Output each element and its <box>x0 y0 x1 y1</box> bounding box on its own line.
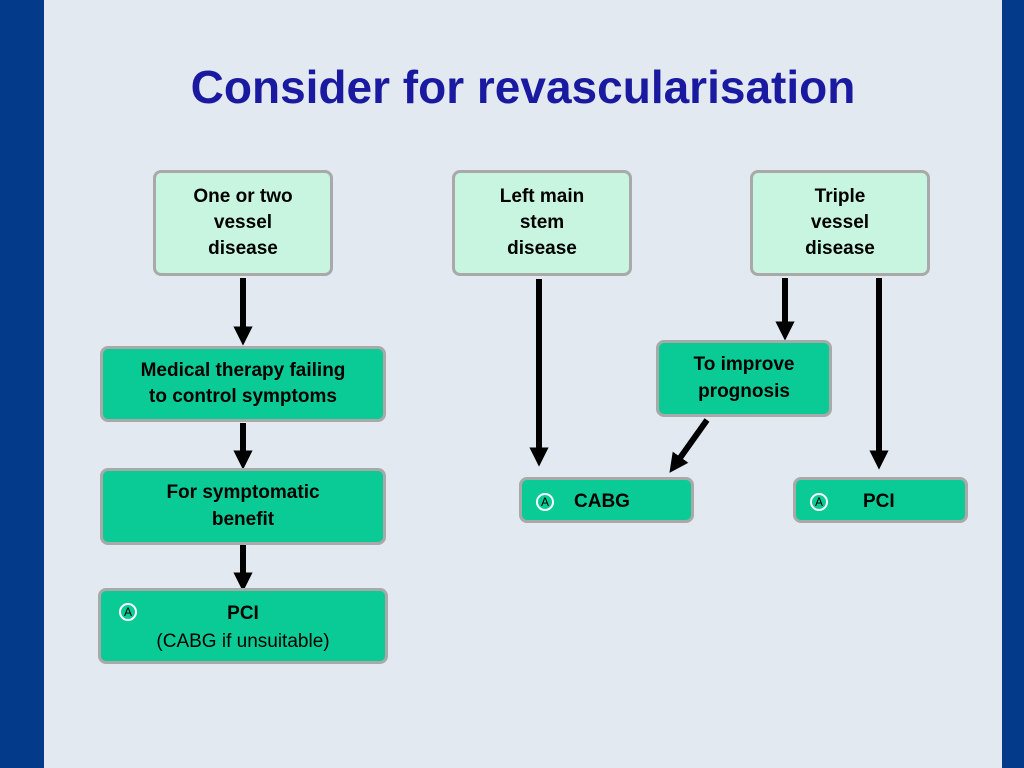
box-for-symptomatic-benefit: For symptomatic benefit <box>100 468 386 545</box>
cabg-if-unsuitable-label: (CABG if unsuitable) <box>156 631 330 652</box>
pci-label: PCI <box>227 603 259 624</box>
grade-a-badge: A <box>810 493 828 511</box>
cabg-label: CABG <box>574 491 630 512</box>
box-to-improve-prognosis: To improve prognosis <box>656 340 832 417</box>
box-pci-right: A PCI <box>793 477 968 523</box>
box-medical-therapy-failing: Medical therapy failing to control sympt… <box>100 346 386 422</box>
box-one-two-vessel-disease: One or two vessel disease <box>153 170 333 276</box>
page-title: Consider for revascularisation <box>190 61 856 113</box>
right-side-bar <box>1002 0 1024 768</box>
box-left-main-stem-disease: Left main stem disease <box>452 170 632 276</box>
box-pci-cabg-if-unsuitable: A PCI (CABG if unsuitable) <box>98 588 388 664</box>
box-triple-vessel-disease: Triple vessel disease <box>750 170 930 276</box>
left-side-bar <box>0 0 44 768</box>
grade-a-badge: A <box>536 493 554 511</box>
grade-a-badge: A <box>119 603 137 621</box>
box-cabg: A CABG <box>519 477 694 523</box>
pci-right-label: PCI <box>863 491 895 512</box>
arrow-prognosis-to-cabg <box>669 418 710 473</box>
